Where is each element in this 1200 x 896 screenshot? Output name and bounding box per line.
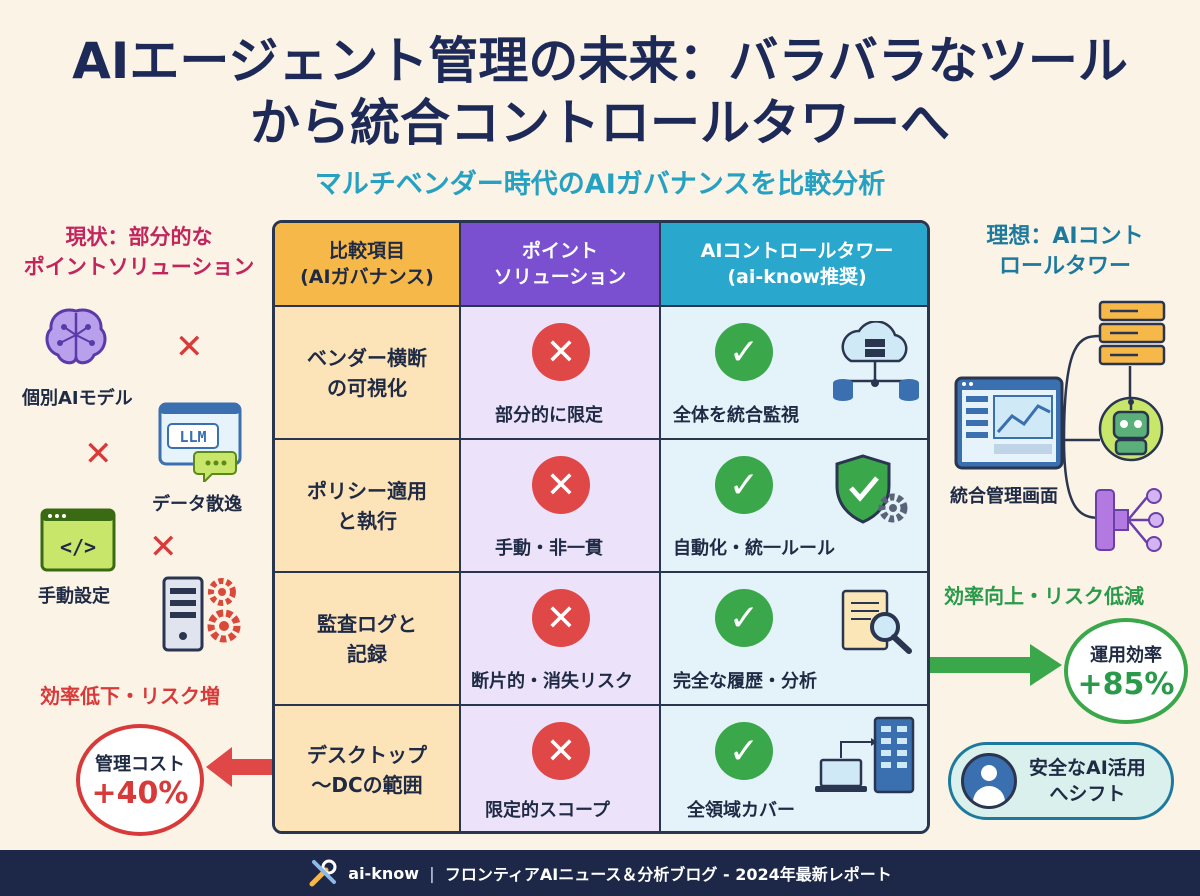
x-circle-icon: ✕ [532, 323, 590, 381]
brain-icon [45, 308, 107, 365]
row-label-line: ポリシー適用 [307, 478, 427, 503]
arrow-right-icon [930, 644, 1062, 686]
row-label-audit: 監査ログと記録 [275, 573, 461, 706]
footer-text: フロンティアAIニュース＆分析ブログ - 2024年最新レポート [444, 865, 892, 884]
laptop-datacenter-icon [815, 716, 915, 794]
check-circle-icon: ✓ [715, 323, 773, 381]
shield-gear-icon [835, 454, 908, 524]
tower-text: 自動化・統一ルール [673, 538, 835, 559]
tower-text: 完全な履歴・分析 [673, 671, 817, 692]
document-search-icon [841, 589, 912, 654]
server-stack-icon [1098, 300, 1166, 366]
x-circle-icon: ✕ [532, 589, 590, 647]
stat-value: +40% [91, 775, 189, 811]
left-title-line-2: ポイントソリューション [23, 255, 255, 279]
hub-connector-lines [1062, 334, 1132, 520]
left-trend-label: 効率低下・リスク増 [40, 684, 220, 708]
point-text: 限定的スコープ [485, 800, 610, 821]
check-circle-icon: ✓ [715, 722, 773, 780]
row-label-line: と執行 [337, 508, 397, 533]
point-cell-audit: ✕ 断片的・消失リスク [461, 573, 661, 706]
dashboard-icon [954, 376, 1064, 470]
check-circle-icon: ✓ [715, 589, 773, 647]
efficiency-stat: 運用効率 +85% [1064, 618, 1188, 724]
tower-cell-policy: ✓ 自動化・統一ルール [661, 440, 927, 573]
row-label-line: デスクトップ [307, 743, 427, 767]
page-title: AIエージェント管理の未来：バラバラなツール から統合コントロールタワーへ [0, 30, 1200, 154]
tower-text: 全体を統合監視 [673, 405, 799, 426]
stat-value: +85% [1077, 666, 1175, 702]
x-mark-icon: ✕ [175, 327, 204, 367]
header-item-line1: 比較項目 [328, 240, 405, 262]
point-text: 部分的に限定 [495, 405, 603, 426]
footer-brand: ai-know [348, 863, 419, 883]
shift-line-1: 安全なAI活用 [1029, 757, 1146, 779]
tower-text: 全領域カバー [687, 800, 795, 821]
left-title-line-1: 現状：部分的な [65, 225, 213, 249]
comparison-table: 比較項目 (AIガバナンス) ポイント ソリューション AIコントロールタワー … [272, 220, 930, 834]
left-item-data: データ散逸 [152, 494, 242, 515]
arrow-left-icon [206, 747, 276, 787]
code-window-icon: </> [40, 508, 116, 572]
network-hub-icon [1095, 488, 1164, 552]
server-gear-icon [162, 576, 241, 652]
row-label-scope: デスクトップ〜DCの範囲 [275, 706, 461, 831]
point-cell-visibility: ✕ 部分的に限定 [461, 307, 661, 440]
left-item-manual: 手動設定 [38, 586, 110, 607]
header-point-line2: ソリューション [493, 266, 627, 288]
tower-cell-audit: ✓ 完全な履歴・分析 [661, 573, 927, 706]
cloud-database-icon [833, 321, 919, 401]
header-control-tower: AIコントロールタワー (ai-know推奨) [661, 223, 927, 307]
row-label-line: 〜DCの範囲 [311, 773, 423, 797]
header-item-line2: (AIガバナンス) [300, 266, 434, 288]
header-tower-line2: (ai-know推奨) [727, 266, 867, 288]
stat-label: 運用効率 [1090, 644, 1162, 666]
x-mark-icon: ✕ [84, 434, 113, 474]
row-label-line: の可視化 [327, 375, 407, 400]
left-panel-title: 現状：部分的な ポイントソリューション [14, 222, 264, 282]
header-tower-line1: AIコントロールタワー [700, 240, 894, 262]
page-subtitle: マルチベンダー時代のAIガバナンスを比較分析 [314, 169, 886, 200]
row-label-policy: ポリシー適用と執行 [275, 440, 461, 573]
header-item: 比較項目 (AIガバナンス) [275, 223, 461, 307]
management-cost-stat: 管理コスト +40% [76, 724, 204, 836]
header-point-line1: ポイント [521, 240, 598, 262]
llm-text: LLM [179, 428, 206, 446]
tools-icon [309, 859, 337, 887]
code-text: </> [60, 535, 96, 559]
tower-cell-visibility: ✓ 全体を統合監視 [661, 307, 927, 440]
header-point-solution: ポイント ソリューション [461, 223, 661, 307]
row-label-line: 監査ログと [317, 611, 417, 636]
left-item-model: 個別AIモデル [22, 388, 133, 409]
right-panel-title: 理想：AIコント ロールタワー [950, 222, 1180, 282]
point-cell-scope: ✕ 限定的スコープ [461, 706, 661, 831]
point-text: 手動・非一貫 [495, 538, 603, 559]
robot-icon [1098, 396, 1164, 462]
x-mark-icon: ✕ [149, 527, 178, 567]
shift-line-2: へシフト [1049, 783, 1126, 805]
title-line-1: AIエージェント管理の未来：バラバラなツール [72, 32, 1128, 90]
footer-bar: ai-know | フロンティアAIニュース＆分析ブログ - 2024年最新レポ… [0, 850, 1200, 896]
right-dashboard-label: 統合管理画面 [950, 486, 1058, 507]
llm-chat-icon: LLM [158, 402, 242, 482]
footer-separator: | [429, 863, 435, 883]
row-label-visibility: ベンダー横断の可視化 [275, 307, 461, 440]
row-label-line: 記録 [347, 641, 387, 666]
right-title-line-1: 理想：AIコント [986, 224, 1144, 249]
x-circle-icon: ✕ [532, 722, 590, 780]
point-cell-policy: ✕ 手動・非一貫 [461, 440, 661, 573]
tower-cell-scope: ✓ 全領域カバー [661, 706, 927, 831]
safe-ai-shift-badge: 安全なAI活用 へシフト [948, 742, 1174, 820]
x-circle-icon: ✕ [532, 456, 590, 514]
person-icon [961, 753, 1017, 809]
title-line-2: から統合コントロールタワーへ [250, 94, 950, 152]
right-trend-label: 効率向上・リスク低減 [944, 584, 1144, 608]
right-title-line-2: ロールタワー [998, 254, 1131, 279]
stat-label: 管理コスト [95, 753, 185, 775]
point-text: 断片的・消失リスク [471, 671, 633, 692]
check-circle-icon: ✓ [715, 456, 773, 514]
row-label-line: ベンダー横断 [307, 345, 427, 370]
